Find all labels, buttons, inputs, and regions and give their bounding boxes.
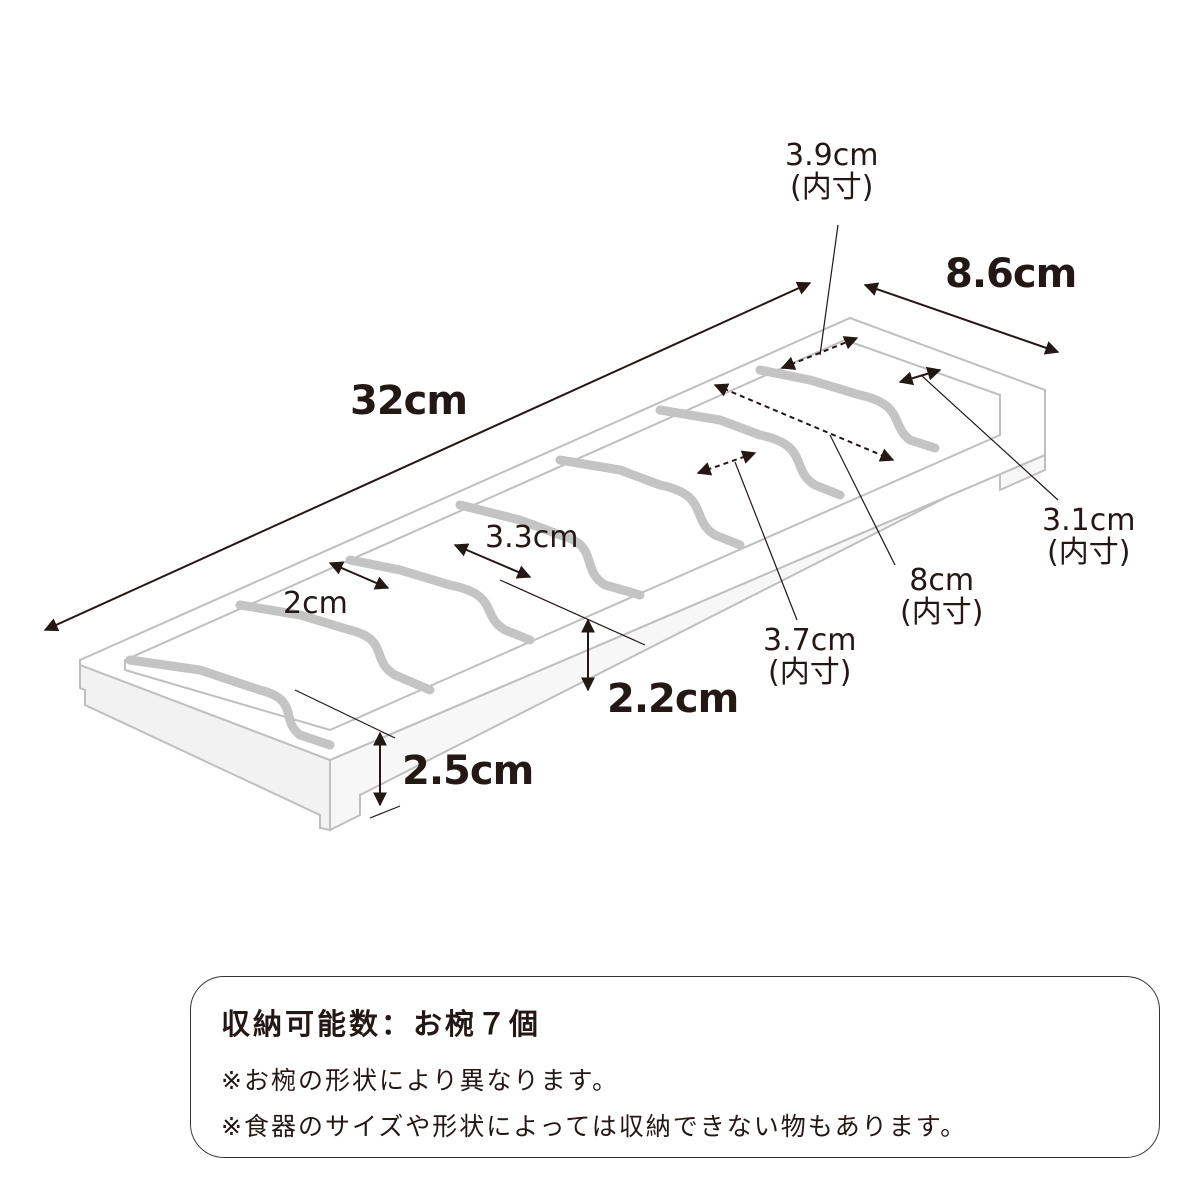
- slot-width-label: 3.3cm: [485, 520, 579, 555]
- divider-width-label: 2cm: [283, 586, 348, 621]
- depth-arrow: [863, 282, 1060, 355]
- note: (内寸): [1047, 534, 1131, 570]
- length-arrow: [43, 281, 812, 632]
- note-line-2: ※食器のサイズや形状によっては収納できない物もあります。: [221, 1112, 968, 1141]
- inner-length-label: 8cm (内寸): [900, 565, 983, 628]
- note: (内寸): [768, 654, 852, 690]
- depth-label: 8.6cm: [945, 251, 1077, 297]
- value: 3.7cm: [763, 623, 857, 658]
- inner-top-label: 3.9cm (内寸): [785, 140, 878, 203]
- value: 3.9cm: [785, 138, 879, 173]
- note-line-1: ※お椀の形状により異なります。: [221, 1066, 619, 1095]
- capacity-title: 収納可能数：お椀７個: [221, 1007, 542, 1041]
- value: 3.1cm: [1042, 503, 1136, 538]
- inner-right-label: 3.1cm (内寸): [1042, 505, 1135, 568]
- inner-gap-label: 3.7cm (内寸): [763, 625, 856, 688]
- frame-height-label: 2.5cm: [402, 748, 534, 794]
- length-label: 32cm: [350, 378, 468, 424]
- capacity-note-box: 収納可能数：お椀７個 ※お椀の形状により異なります。 ※食器のサイズや形状によっ…: [190, 976, 1160, 1158]
- note: (内寸): [900, 594, 984, 630]
- dimension-lines: [43, 224, 1060, 819]
- note: (内寸): [790, 169, 874, 205]
- frame-left-face: [79, 658, 331, 832]
- divider-height-label: 2.2cm: [607, 676, 739, 722]
- value: 8cm: [909, 563, 975, 598]
